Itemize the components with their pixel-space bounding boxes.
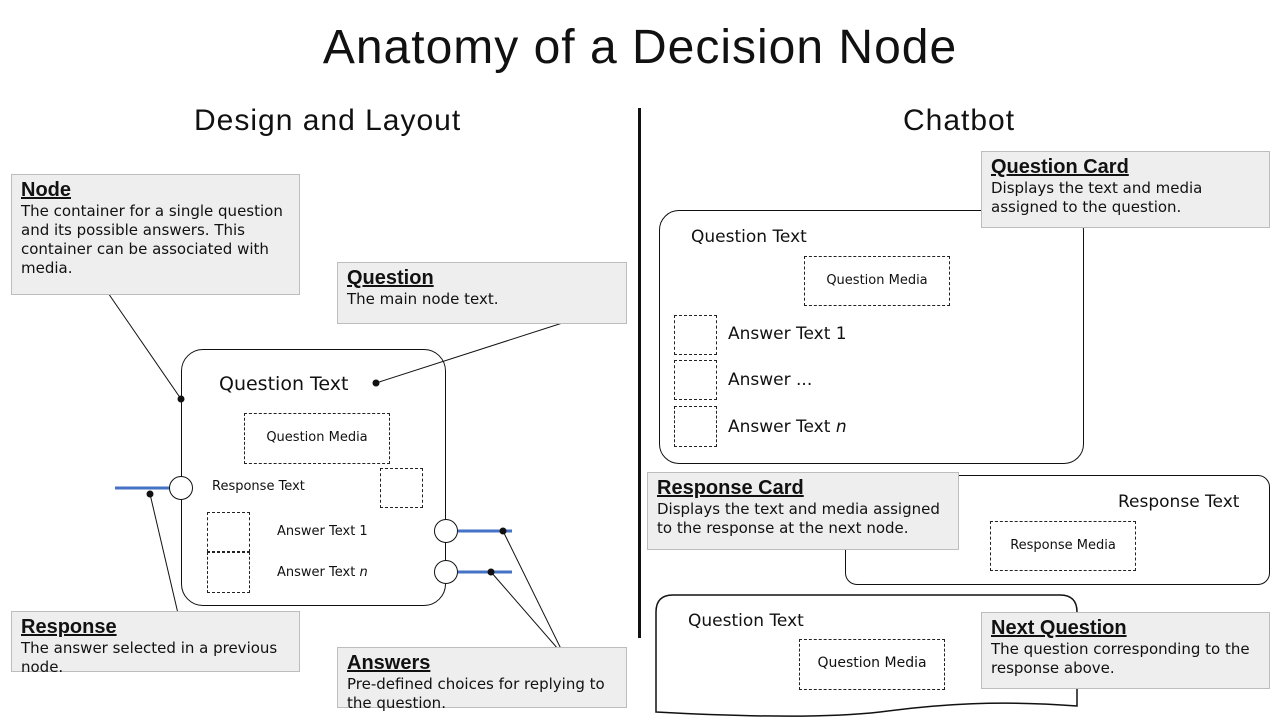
response-port bbox=[169, 476, 193, 500]
callout-node-body: The container for a single question and … bbox=[21, 202, 283, 277]
callout-next-question: Next Question The question corresponding… bbox=[981, 612, 1270, 689]
node-answer-1-text: Answer Text 1 bbox=[277, 524, 368, 539]
callout-answers: Answers Pre-defined choices for replying… bbox=[337, 647, 627, 712]
node-response-media-box bbox=[380, 468, 423, 508]
node-question-media-label: Question Media bbox=[266, 430, 368, 445]
callout-node: Node The container for a single question… bbox=[11, 174, 300, 295]
chatbot-response-media-label: Response Media bbox=[1010, 538, 1116, 553]
callout-response-card-body: Displays the text and media assigned to … bbox=[657, 500, 940, 537]
callout-response-card: Response Card Displays the text and medi… bbox=[647, 472, 959, 550]
section-title-chatbot: Chatbot bbox=[903, 104, 1016, 137]
callout-next-question-heading: Next Question bbox=[991, 617, 1127, 639]
answers-leader-line-1 bbox=[502, 530, 566, 658]
callout-response: Response The answer selected in a previo… bbox=[11, 611, 300, 676]
callout-question-heading: Question bbox=[347, 267, 434, 289]
section-divider bbox=[638, 108, 641, 638]
chatbot-answer-n-text: Answer Text n bbox=[728, 417, 847, 437]
page-title: Anatomy of a Decision Node bbox=[322, 21, 958, 74]
callout-question: Question The main node text. bbox=[337, 262, 627, 324]
next-question-media-box bbox=[799, 639, 945, 690]
response-leader-line bbox=[149, 493, 181, 623]
answers-leader-dot-1 bbox=[499, 527, 507, 535]
callout-node-heading: Node bbox=[21, 179, 71, 201]
callout-response-body: The answer selected in a previous node. bbox=[21, 639, 278, 676]
node-response-text: Response Text bbox=[212, 479, 305, 494]
next-question-text: Question Text bbox=[688, 611, 804, 631]
node-question-media-box bbox=[244, 413, 390, 464]
chatbot-question-card bbox=[659, 210, 1084, 464]
node-answer-1-media-box bbox=[207, 512, 250, 552]
callout-answers-heading: Answers bbox=[347, 652, 431, 674]
chatbot-answer-1-box bbox=[674, 315, 717, 355]
chatbot-answer-1-text: Answer Text 1 bbox=[728, 324, 847, 344]
callout-response-heading: Response bbox=[21, 616, 117, 638]
answers-leader-line-2 bbox=[490, 571, 566, 658]
callout-question-body: The main node text. bbox=[347, 290, 499, 308]
callout-next-question-body: The question corresponding to the respon… bbox=[991, 640, 1250, 677]
answer-n-port bbox=[434, 560, 458, 584]
chatbot-response-text: Response Text bbox=[1118, 492, 1240, 512]
response-leader-dot bbox=[146, 490, 154, 498]
node-question-text: Question Text bbox=[219, 373, 349, 395]
callout-question-card: Question Card Displays the text and medi… bbox=[981, 151, 1270, 228]
chatbot-question-media-box bbox=[804, 256, 950, 306]
section-title-design: Design and Layout bbox=[194, 104, 462, 137]
callout-response-card-heading: Response Card bbox=[657, 477, 804, 499]
node-answer-n-media-box bbox=[207, 552, 250, 593]
chatbot-answer-n-box bbox=[674, 406, 717, 447]
chatbot-question-text: Question Text bbox=[691, 227, 807, 247]
node-leader-line bbox=[105, 289, 182, 400]
chatbot-answer-2-box bbox=[674, 360, 717, 400]
next-question-media-label: Question Media bbox=[817, 655, 927, 671]
answers-leader-dot-2 bbox=[487, 568, 495, 576]
callout-question-card-heading: Question Card bbox=[991, 156, 1129, 178]
chatbot-answer-2-text: Answer ... bbox=[728, 370, 813, 390]
chatbot-response-media-box bbox=[990, 521, 1136, 571]
callout-question-card-body: Displays the text and media assigned to … bbox=[991, 179, 1203, 216]
callout-answers-body: Pre-defined choices for replying to the … bbox=[347, 675, 605, 712]
chatbot-question-media-label: Question Media bbox=[826, 273, 928, 288]
answer-1-port bbox=[434, 519, 458, 543]
node-answer-n-text: Answer Text n bbox=[277, 565, 368, 580]
